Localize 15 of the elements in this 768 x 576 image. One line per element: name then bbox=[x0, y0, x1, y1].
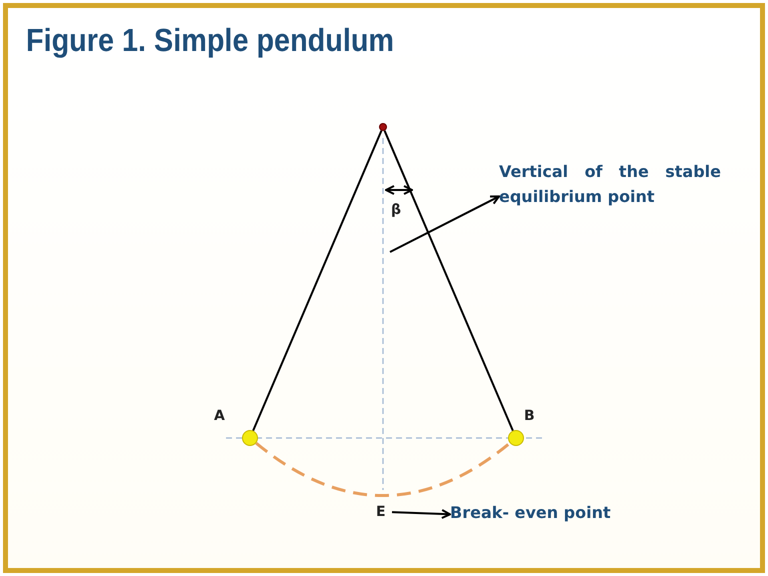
swing-arc bbox=[255, 442, 511, 497]
pendulum-bob bbox=[508, 430, 524, 446]
annotation-text: Break- even point bbox=[450, 500, 620, 526]
pendulum-string bbox=[252, 130, 382, 432]
pendulum-string bbox=[384, 130, 514, 432]
annotation-text: Vertical of the stable equilibrium point bbox=[499, 159, 721, 211]
point-label: B bbox=[524, 408, 535, 424]
leader-line bbox=[390, 195, 500, 253]
angle-label: β bbox=[391, 202, 402, 218]
title: Figure 1. Simple pendulum bbox=[26, 22, 394, 59]
pivot-point bbox=[379, 123, 387, 131]
arrow bbox=[392, 509, 451, 519]
pendulum-bob bbox=[242, 430, 258, 446]
point-label: A bbox=[214, 408, 225, 424]
point-label: E bbox=[376, 500, 392, 522]
